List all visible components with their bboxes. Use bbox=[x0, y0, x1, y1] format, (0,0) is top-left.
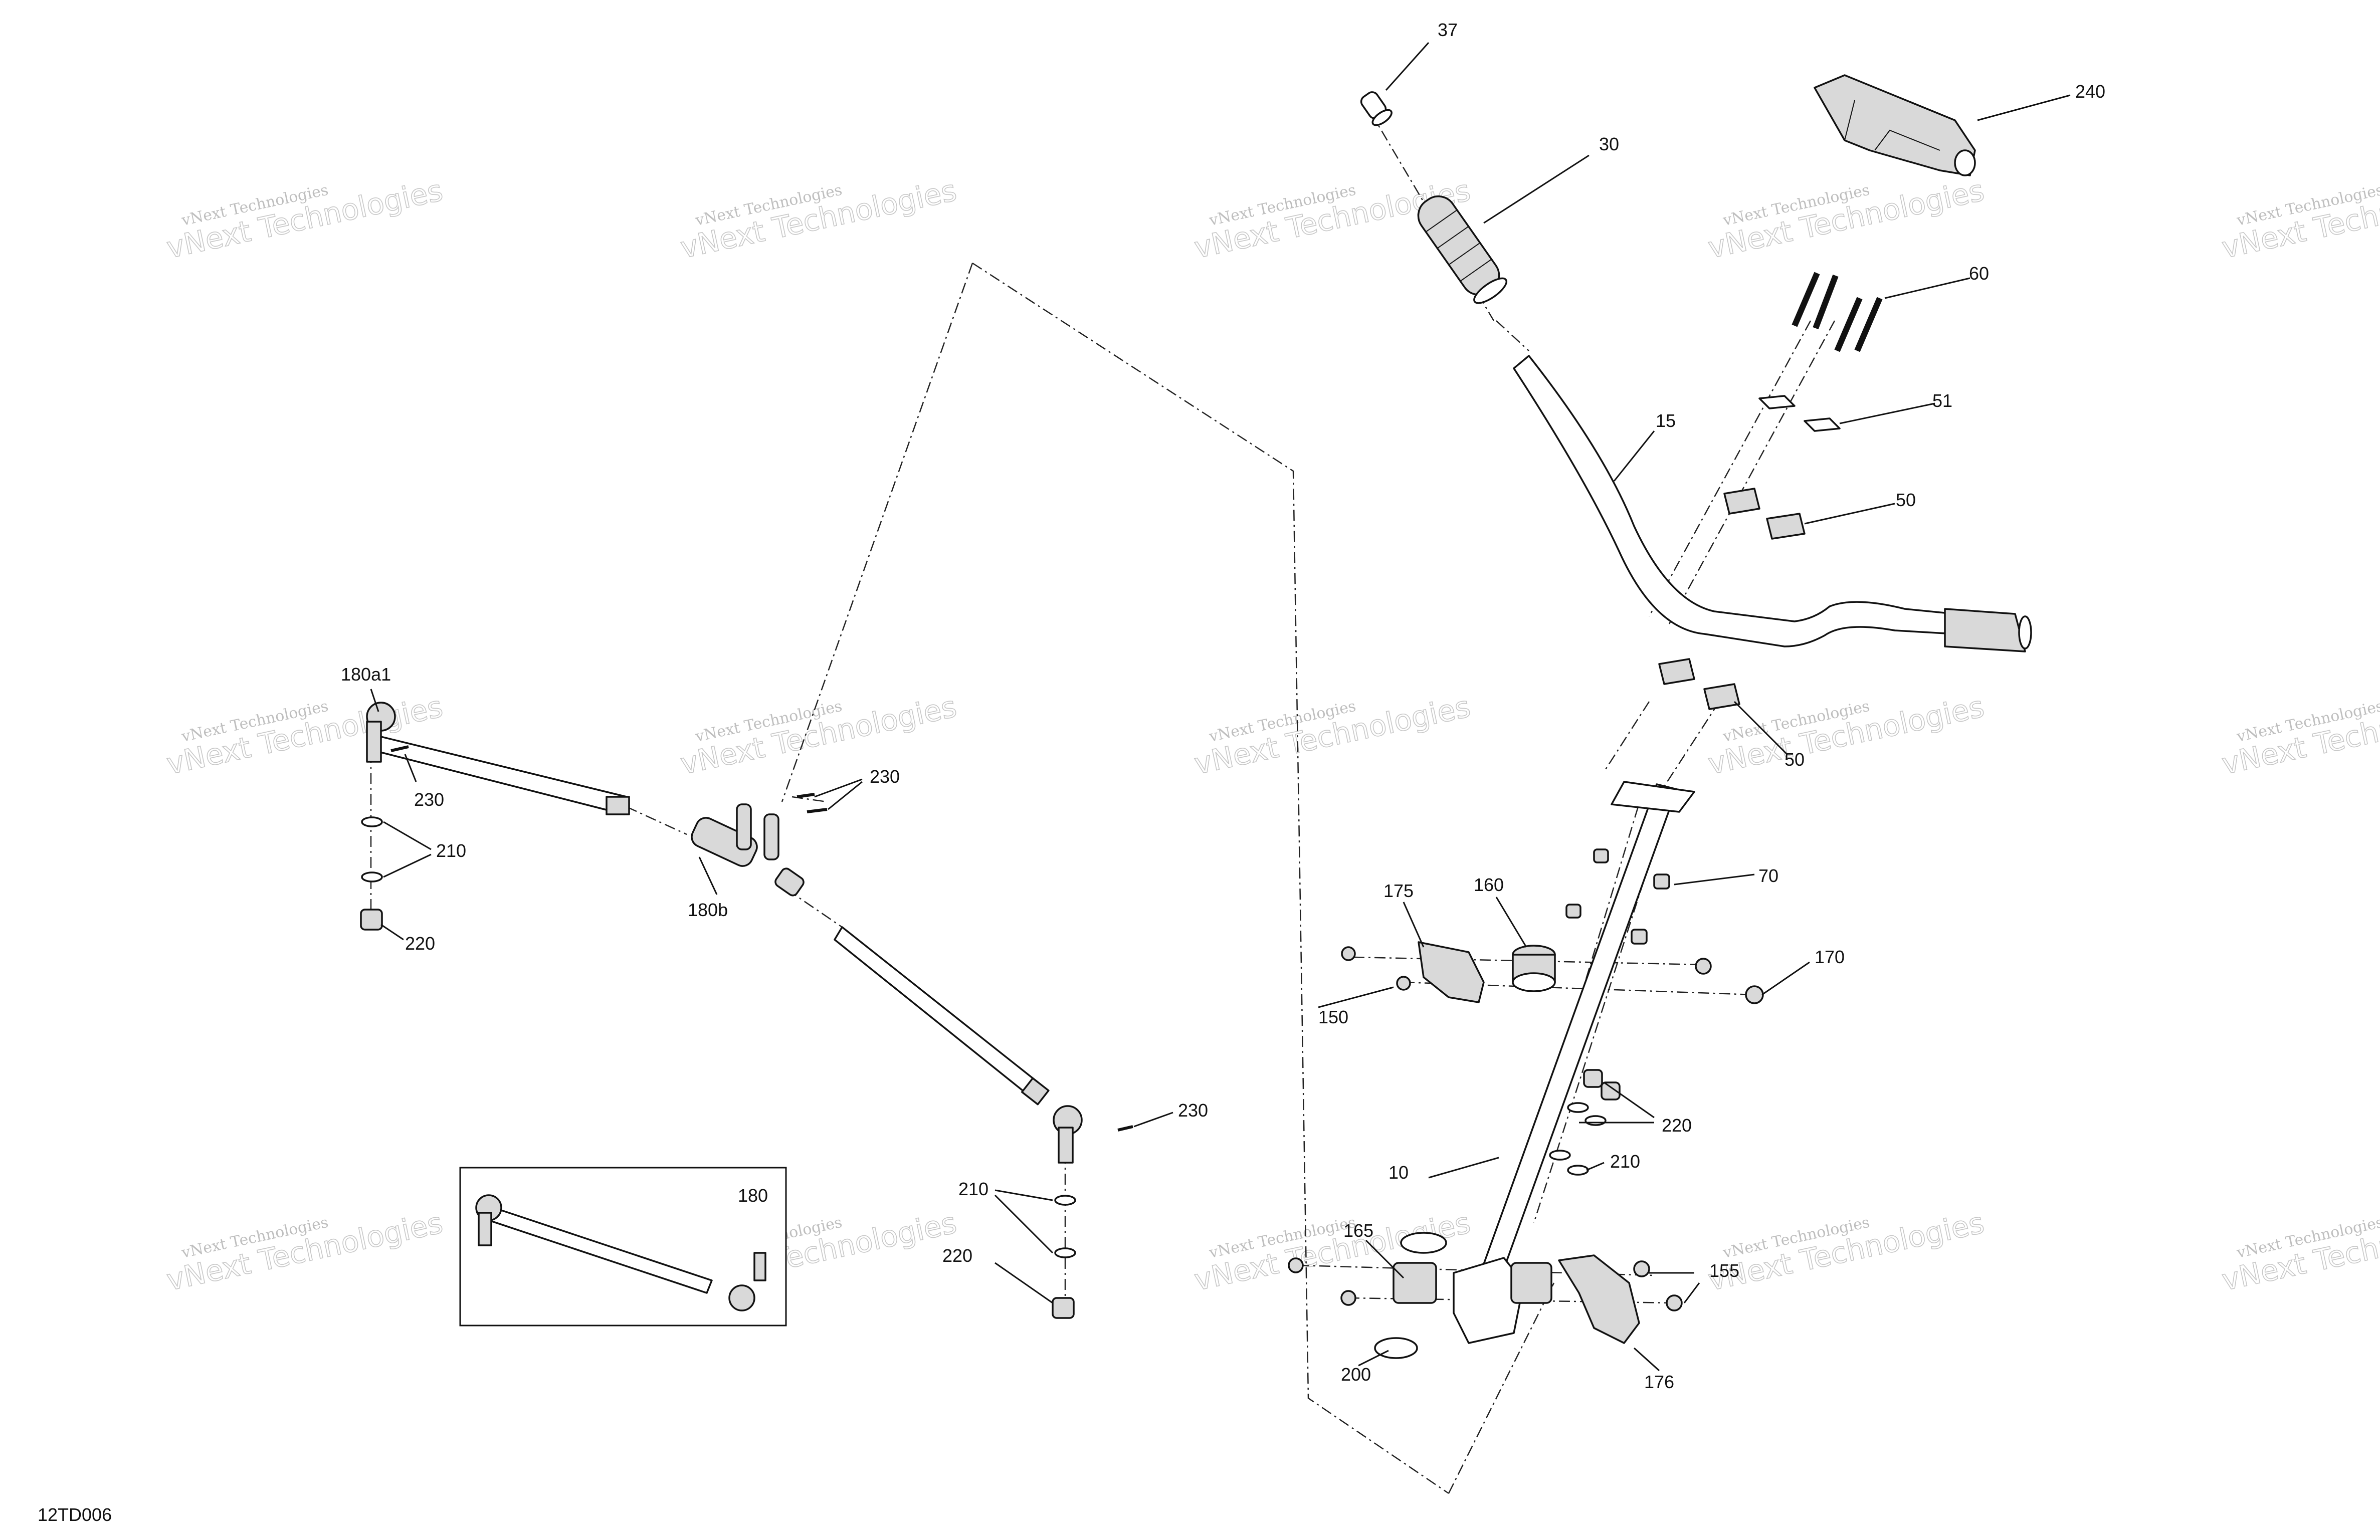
callout-210-left: 210 bbox=[436, 840, 466, 861]
callout-50-lower: 50 bbox=[1784, 749, 1805, 770]
callout-170: 170 bbox=[1815, 947, 1845, 967]
callout-220-right: 220 bbox=[1662, 1115, 1692, 1136]
upper-clamps bbox=[1658, 488, 1806, 710]
fasteners bbox=[1288, 946, 1764, 1311]
callout-230-right: 230 bbox=[1178, 1100, 1208, 1121]
callout-165: 165 bbox=[1343, 1220, 1373, 1241]
callout-210-right: 210 bbox=[1610, 1151, 1640, 1172]
tie-rod-left bbox=[366, 702, 630, 815]
callout-155: 155 bbox=[1709, 1260, 1739, 1281]
handlebar bbox=[1513, 355, 2032, 652]
callout-240: 240 bbox=[2075, 81, 2105, 102]
tie-rod-joint bbox=[691, 803, 805, 897]
callout-180b: 180b bbox=[688, 900, 728, 920]
callout-230-left: 230 bbox=[414, 789, 444, 810]
clamp-plates bbox=[1758, 395, 1841, 432]
callout-15: 15 bbox=[1656, 410, 1676, 431]
callout-200: 200 bbox=[1341, 1364, 1371, 1385]
steering-column bbox=[1453, 781, 1695, 1344]
tie-rod-left-hardware bbox=[360, 745, 409, 931]
clamp-bracket bbox=[1418, 941, 1485, 1003]
callout-150: 150 bbox=[1318, 1007, 1348, 1027]
callout-labels: 37 30 240 60 51 15 50 50 70 175 160 170 … bbox=[341, 20, 2105, 1392]
callout-10: 10 bbox=[1389, 1162, 1409, 1183]
callout-70: 70 bbox=[1758, 865, 1778, 886]
handlebar-pad bbox=[1814, 74, 1976, 176]
bolts bbox=[1792, 272, 1883, 352]
callout-leaders bbox=[370, 42, 2071, 1372]
callout-180a1: 180a1 bbox=[341, 664, 391, 685]
diagram-code: 12TD006 bbox=[38, 1504, 112, 1525]
callout-30: 30 bbox=[1599, 134, 1619, 154]
column-bushing bbox=[1512, 945, 1556, 992]
callout-50-upper: 50 bbox=[1896, 490, 1916, 510]
callout-60: 60 bbox=[1969, 263, 1989, 284]
column-nuts bbox=[1565, 848, 1670, 945]
tie-rod-right-hardware bbox=[1052, 1125, 1133, 1319]
callout-210-bottom: 210 bbox=[958, 1179, 988, 1199]
callout-51: 51 bbox=[1932, 390, 1952, 411]
callout-220-left: 220 bbox=[405, 933, 435, 954]
callout-220-bottom: 220 bbox=[942, 1245, 972, 1266]
callout-160: 160 bbox=[1474, 874, 1504, 895]
callout-37: 37 bbox=[1438, 20, 1458, 40]
callout-176: 176 bbox=[1644, 1372, 1674, 1392]
inset-box: 180 bbox=[459, 1167, 787, 1327]
joint-pins bbox=[797, 793, 828, 813]
right-washers bbox=[1549, 1069, 1621, 1176]
handlebar-grip bbox=[1417, 195, 1507, 304]
lower-bracket bbox=[1558, 1254, 1640, 1344]
lower-bearing bbox=[1374, 1232, 1552, 1359]
callout-230-joint: 230 bbox=[870, 766, 900, 787]
callout-175: 175 bbox=[1383, 881, 1414, 901]
tie-rod-right bbox=[834, 926, 1083, 1164]
inset-label: 180 bbox=[738, 1185, 768, 1206]
bar-end-plug bbox=[1360, 91, 1393, 126]
